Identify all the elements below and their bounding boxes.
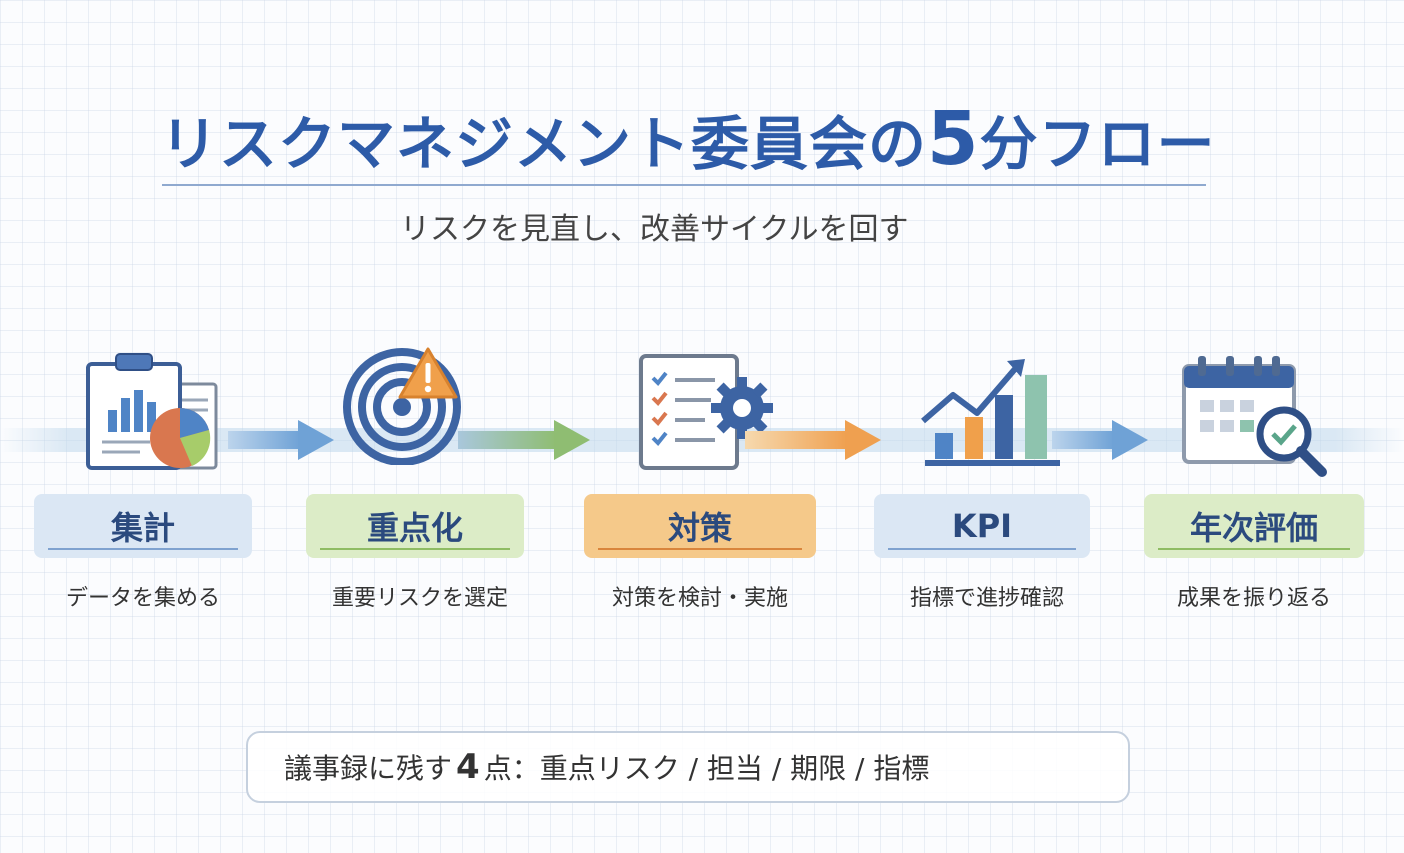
step-label: 対策 (667, 509, 732, 547)
checklist-gear-icon (639, 354, 773, 470)
step-label: 年次評価 (1189, 509, 1318, 547)
note-prefix: 議事録に残す (284, 752, 453, 785)
title-number: 5 (927, 96, 980, 182)
subtitle: リスクを見直し、改善サイクルを回す (400, 212, 909, 247)
title-divider (162, 184, 1206, 186)
step-description: データを集める (65, 586, 220, 611)
page-title: リスクマネジメント委員会の5分フロー (160, 96, 1215, 182)
step-box-countermeasure: 対策 (584, 494, 816, 558)
step-description: 対策を検討・実施 (611, 586, 788, 611)
flow-arrow-4 (1052, 420, 1148, 460)
note-suffix: 点：重点リスク / 担当 / 期限 / 指標 (483, 752, 930, 785)
target-warning-icon (343, 347, 461, 465)
growth-chart-icon (921, 359, 1060, 466)
flow-arrow-2 (458, 420, 590, 460)
step-description: 成果を振り返る (1176, 586, 1331, 611)
clipboard-chart-icon (86, 353, 218, 470)
step-box-prioritize: 重点化 (306, 494, 524, 558)
step-box-annual-review: 年次評価 (1144, 494, 1364, 558)
step-box-kpi: KPI (874, 494, 1090, 558)
flow-arrow-3 (745, 420, 881, 460)
step-label: 重点化 (366, 509, 463, 547)
step-description: 指標で進捗確認 (909, 586, 1064, 611)
title-before: リスクマネジメント委員会の (160, 110, 928, 178)
step-label: KPI (951, 507, 1013, 545)
note-number: 4 (456, 747, 480, 787)
step-box-aggregate: 集計 (34, 494, 252, 558)
title-after: 分フロー (979, 110, 1216, 178)
step-description: 重要リスクを選定 (331, 586, 508, 611)
calendar-search-icon (1182, 356, 1327, 477)
step-label: 集計 (110, 509, 175, 547)
flow-arrow-1 (228, 420, 334, 460)
